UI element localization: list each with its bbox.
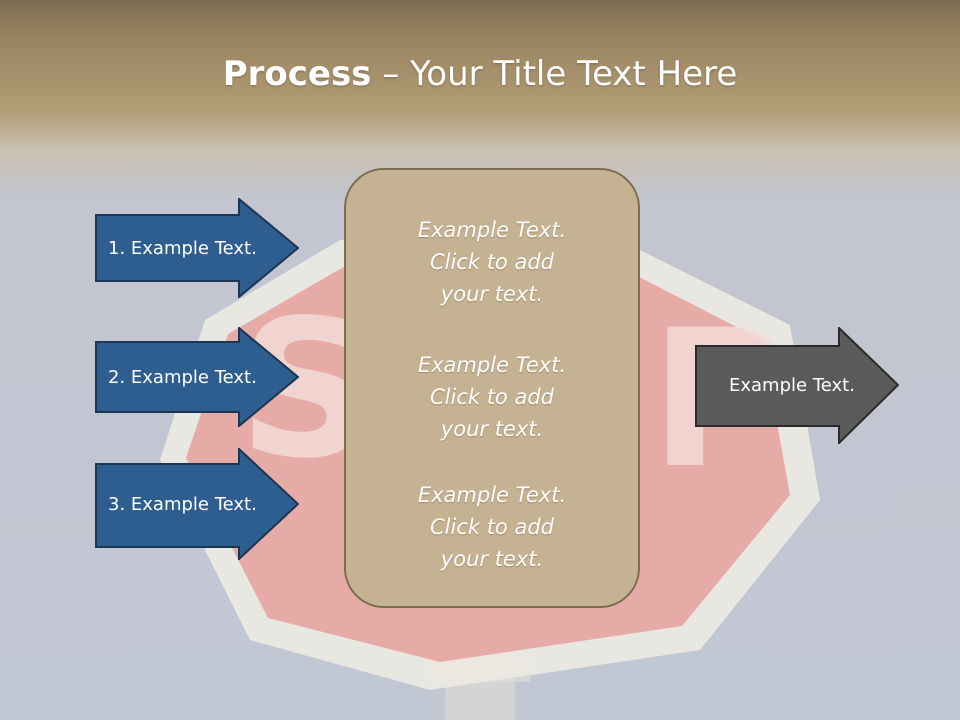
right-arrow-icon — [95, 198, 299, 298]
result-arrow-label: Example Text. — [729, 375, 855, 396]
text-line: Click to add — [429, 385, 554, 409]
title-bold-part: Process — [222, 54, 372, 94]
slide-title[interactable]: Process – Your Title Text Here — [0, 52, 960, 96]
right-arrow-icon — [695, 327, 899, 444]
text-line: your text. — [440, 547, 544, 571]
text-line: Click to add — [429, 250, 554, 274]
text-line: your text. — [440, 282, 544, 306]
text-block-2[interactable]: Example Text. Click to add your text. — [346, 349, 638, 445]
result-arrow[interactable]: Example Text. — [695, 327, 899, 444]
step-arrow-label: 3. Example Text. — [108, 493, 257, 515]
text-line: Example Text. — [417, 218, 567, 242]
step-arrow-3[interactable]: 3. Example Text. — [95, 448, 299, 560]
text-line: Example Text. — [417, 353, 567, 377]
right-arrow-icon — [95, 327, 299, 427]
step-arrow-2[interactable]: 2. Example Text. — [95, 327, 299, 427]
text-block-1[interactable]: Example Text. Click to add your text. — [346, 214, 638, 310]
text-line: your text. — [440, 417, 544, 441]
right-arrow-icon — [95, 448, 299, 560]
step-arrow-1[interactable]: 1. Example Text. — [95, 198, 299, 298]
step-arrow-label: 2. Example Text. — [108, 366, 257, 388]
text-block-3[interactable]: Example Text. Click to add your text. — [346, 479, 638, 575]
text-line: Click to add — [429, 515, 554, 539]
center-text-box[interactable]: Example Text. Click to add your text. Ex… — [344, 168, 640, 608]
step-arrow-label: 1. Example Text. — [108, 237, 257, 259]
text-line: Example Text. — [417, 483, 567, 507]
title-rest-part: – Your Title Text Here — [371, 54, 738, 94]
